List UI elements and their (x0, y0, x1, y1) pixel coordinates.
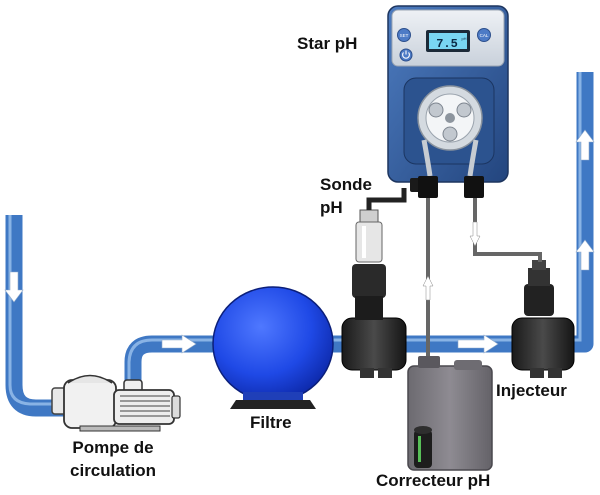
filter-label: Filtre (250, 413, 292, 432)
probe-label-line1: Sonde (320, 175, 372, 194)
flow-arrows (4, 129, 595, 354)
arrow-icon (469, 221, 481, 247)
arrow-icon (575, 239, 595, 271)
star-ph-controller (387, 5, 509, 198)
controller-label: Star pH (297, 34, 358, 53)
probe-label-line2: pH (320, 198, 343, 217)
ph-corrector-tank (407, 356, 493, 471)
ph-probe (355, 188, 407, 263)
pump-outlet-pipe (124, 335, 232, 392)
power-icon (402, 52, 410, 59)
inlet-pipe (5, 215, 66, 417)
injection-tube (473, 190, 542, 262)
arrow-icon (575, 129, 595, 161)
arrow-icon (457, 334, 499, 354)
cal-button-label: CAL (480, 33, 489, 38)
injector-label: Injecteur (496, 381, 567, 400)
lcd-reading: 7.5 (436, 37, 458, 51)
pump-label-line1: Pompe de (72, 438, 154, 457)
injector-valve (511, 260, 575, 378)
pump-label-line2: circulation (70, 461, 156, 480)
probe-valve (341, 264, 407, 378)
main-pipe (320, 72, 594, 353)
arrow-icon (422, 275, 434, 301)
water-pipes (5, 72, 594, 417)
arrow-icon (161, 334, 197, 354)
arrow-icon (4, 271, 24, 303)
circulation-pump (51, 374, 181, 432)
sand-filter (212, 286, 334, 409)
lcd-unit: pH (461, 36, 466, 41)
set-button-label: SET (400, 33, 409, 38)
corrector-label: Correcteur pH (376, 471, 491, 490)
